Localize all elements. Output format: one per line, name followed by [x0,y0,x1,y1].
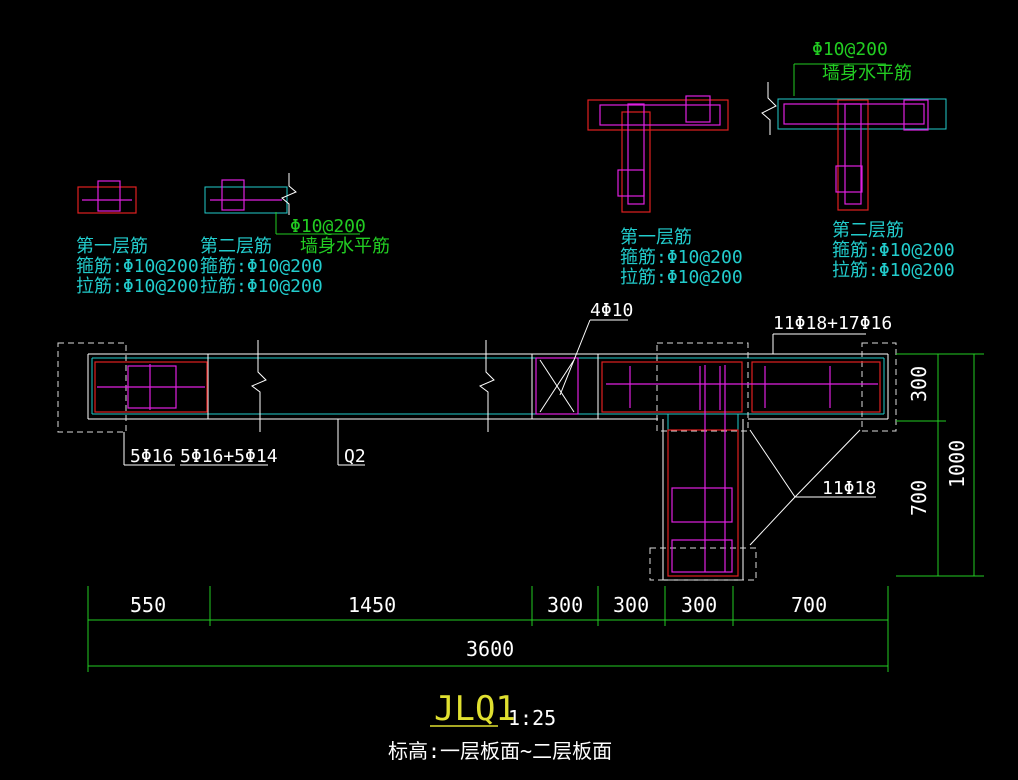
tee-b-line3: 拉筋:Φ10@200 [832,260,955,281]
detail-a-line2: 箍筋:Φ10@200 [76,256,199,277]
detail-small-b: Φ10@200 墙身水平筋 第二层筋 箍筋:Φ10@200 拉筋:Φ10@200 [200,173,390,297]
detail-a-line3: 拉筋:Φ10@200 [76,276,199,297]
dim-550: 550 [130,593,166,617]
wall-plan: 4Φ10 11Φ18+17Φ16 5Φ16 5Φ16+5Φ14 Q2 11Φ18 [57,300,897,581]
detail-tee-b: Φ10@200 墙身水平筋 第二层筋 箍筋:Φ10@200 拉筋:Φ10@200 [761,39,955,281]
label-top-right: 11Φ18+17Φ16 [773,313,892,334]
dimension-lines: 550 1450 300 300 300 700 3600 300 700 10… [87,353,984,672]
label-4phi10: 4Φ10 [590,300,633,321]
title-elevation: 标高:一层板面~二层板面 [388,739,612,763]
tee-b-callout: Φ10@200 [812,39,888,60]
dim-300-c: 300 [681,593,717,617]
detail-b-callout2: 墙身水平筋 [300,236,390,257]
dim-total: 3600 [466,637,514,661]
dim-300-a: 300 [547,593,583,617]
label-5phi16: 5Φ16 [130,446,173,467]
detail-b-line2: 箍筋:Φ10@200 [200,256,323,277]
detail-tee-a: 第一层筋 箍筋:Φ10@200 拉筋:Φ10@200 [587,95,743,288]
dim-right-700: 700 [907,480,931,516]
detail-b-line1: 第二层筋 [200,236,272,257]
detail-a-line1: 第一层筋 [76,236,148,257]
dim-right-300: 300 [907,366,931,402]
dim-right-1000: 1000 [945,440,969,488]
detail-small-a: 第一层筋 箍筋:Φ10@200 拉筋:Φ10@200 [76,180,199,297]
tee-b-line1: 第二层筋 [832,220,904,241]
title-name: JLQ1 [434,689,516,729]
drawing-title: JLQ1 1:25 标高:一层板面~二层板面 [388,689,612,763]
dim-300-b: 300 [613,593,649,617]
title-scale: 1:25 [508,706,556,730]
tee-a-line3: 拉筋:Φ10@200 [620,267,743,288]
detail-b-line3: 拉筋:Φ10@200 [200,276,323,297]
dim-1450: 1450 [348,593,396,617]
label-11phi18: 11Φ18 [822,478,876,499]
tee-b-callout2: 墙身水平筋 [822,63,912,84]
tee-a-line2: 箍筋:Φ10@200 [620,247,743,268]
detail-b-callout: Φ10@200 [290,216,366,237]
tee-a-line1: 第一层筋 [620,227,692,248]
label-q2: Q2 [344,446,366,467]
dim-700: 700 [791,593,827,617]
label-5phi16-5phi14: 5Φ16+5Φ14 [180,446,278,467]
tee-b-line2: 箍筋:Φ10@200 [832,240,955,261]
